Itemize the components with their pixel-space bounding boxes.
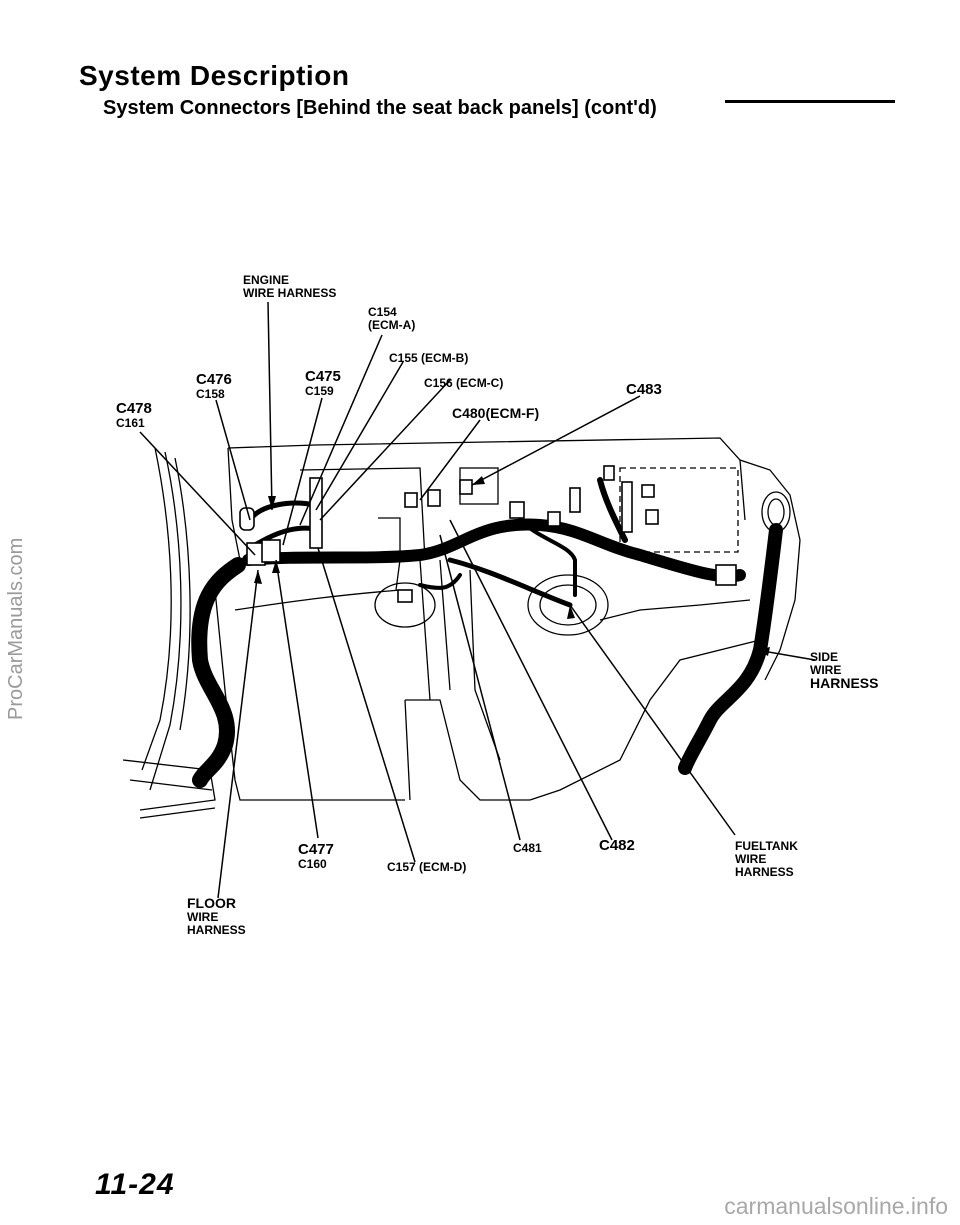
page-title: System Description <box>79 60 350 91</box>
label-c480: C480(ECM-F) <box>452 405 539 421</box>
leader-lines <box>139 301 816 899</box>
label-c158: C158 <box>196 387 225 401</box>
label-side-wire-harness-line3: HARNESS <box>810 675 878 691</box>
label-c156: C156 (ECM-C) <box>424 376 503 390</box>
label-engine-wire-harness-line1: ENGINE <box>243 273 289 287</box>
label-c159: C159 <box>305 384 334 398</box>
label-c477: C477 <box>298 841 334 858</box>
label-ecm-a: (ECM-A) <box>368 318 415 332</box>
callout-labels: ENGINE WIRE HARNESS C154 (ECM-A) C155 (E… <box>116 273 878 937</box>
label-c160: C160 <box>298 857 327 871</box>
label-side-wire-harness-line1: SIDE <box>810 650 838 664</box>
arrowheads <box>254 476 770 656</box>
label-fuel-tank-wire-harness-line2: WIRE <box>735 852 766 866</box>
label-fuel-tank-wire-harness-line3: HARNESS <box>735 865 794 879</box>
label-c483: C483 <box>626 381 662 398</box>
label-c478: C478 <box>116 400 152 417</box>
label-floor-wire-harness-line1: FLOOR <box>187 895 236 911</box>
connector-blocks <box>239 465 737 603</box>
harness-bundles <box>191 477 783 788</box>
label-c155: C155 (ECM-B) <box>389 351 468 365</box>
side-watermark: ProCarManuals.com <box>5 537 27 720</box>
label-c157: C157 (ECM-D) <box>387 860 466 874</box>
bottom-watermark: carmanualsonline.info <box>724 1193 948 1219</box>
label-c476: C476 <box>196 371 232 388</box>
header-rule <box>725 100 895 103</box>
label-side-wire-harness-line2: WIRE <box>810 663 841 677</box>
label-c475: C475 <box>305 368 341 385</box>
vehicle-body-outline <box>122 437 801 819</box>
label-c154: C154 <box>368 305 397 319</box>
label-c161: C161 <box>116 416 145 430</box>
page-number: 11-24 <box>95 1168 175 1201</box>
label-floor-wire-harness-line3: HARNESS <box>187 923 246 937</box>
page-subtitle: System Connectors [Behind the seat back … <box>103 97 657 119</box>
label-fuel-tank-wire-harness-line1: FUELTANK <box>735 839 798 853</box>
label-engine-wire-harness-line2: WIRE HARNESS <box>243 286 336 300</box>
label-floor-wire-harness-line2: WIRE <box>187 910 218 924</box>
label-c481: C481 <box>513 841 542 855</box>
label-c482: C482 <box>599 837 635 854</box>
